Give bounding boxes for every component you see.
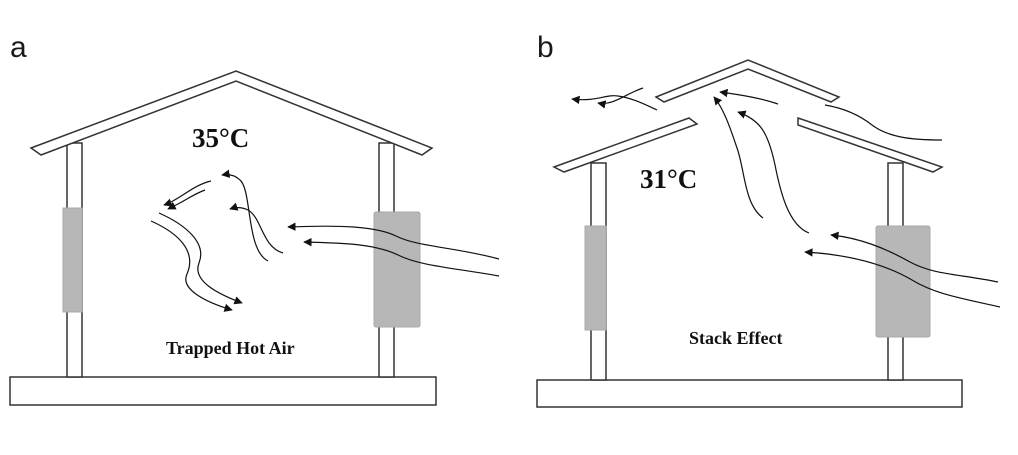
panel-b-exhaust-arrow-left-2 [597,87,644,109]
panel-a-left-window [62,207,83,313]
panel-b-caption: Stack Effect [689,328,782,348]
panel-b-roof-left [552,117,699,173]
panel-b-letter: b [537,31,554,64]
panel-b-wind-line [824,104,943,141]
panel-a-rising-arrow-1 [229,202,284,254]
panel-a-inflow-arrow-2 [303,237,500,277]
panel-b-temperature: 31°C [640,164,697,194]
panel-a: a 35°C Trapped Hot Air [9,31,500,406]
panel-b-exhaust-arrow-top [719,88,779,105]
panel-b-right-window [875,225,931,338]
panel-a-swirl-arrow-2 [167,189,206,210]
panel-a-swirl-arrow-1 [163,180,212,207]
panel-b: b 31°C Stack Effect [536,31,1001,408]
panel-b-roof-right [797,116,944,173]
panel-b-rising-arrow-1 [737,110,810,234]
panel-a-descending-arrow-1 [150,220,233,312]
panel-a-roof [29,70,434,156]
panel-a-rising-arrow-2 [221,169,269,262]
panel-a-letter: a [10,31,27,64]
panel-a-descending-arrow-2 [158,212,243,305]
panel-a-base [9,376,437,406]
panel-b-left-window [584,225,607,331]
panel-b-base [536,379,963,408]
panel-a-temperature: 35°C [192,123,249,153]
panel-a-right-window [373,211,421,328]
panel-b-inflow-arrow-2 [804,248,1001,308]
panel-a-inflow-arrow-1 [287,222,500,260]
panel-b-inflow-arrow-1 [830,231,999,283]
panel-b-exhaust-arrow-left [571,95,658,111]
panel-a-caption: Trapped Hot Air [166,338,295,358]
panel-b-rising-arrow-2 [713,96,764,219]
panel-b-ridge-cap [654,59,841,103]
